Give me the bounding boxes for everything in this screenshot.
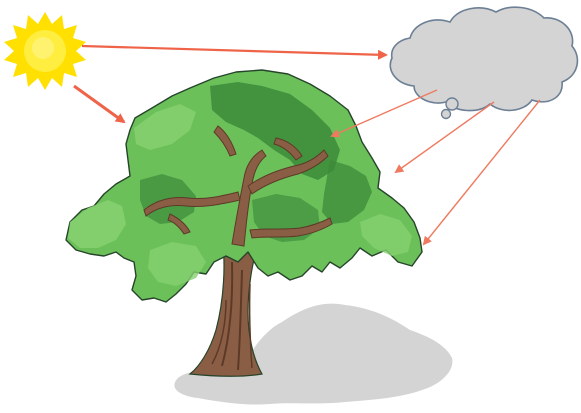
cloud-icon <box>390 7 577 118</box>
sun-icon <box>4 12 86 90</box>
arrow-cloud-to-tree <box>424 100 540 244</box>
cloud-puff <box>442 110 451 119</box>
sun-glow <box>32 37 54 59</box>
arrow-sun-to-cloud <box>82 46 386 55</box>
foliage-highlight <box>148 242 206 286</box>
cloud-puff <box>446 98 458 110</box>
cloud-body <box>390 7 577 110</box>
arrow-sun-to-tree <box>74 86 124 122</box>
